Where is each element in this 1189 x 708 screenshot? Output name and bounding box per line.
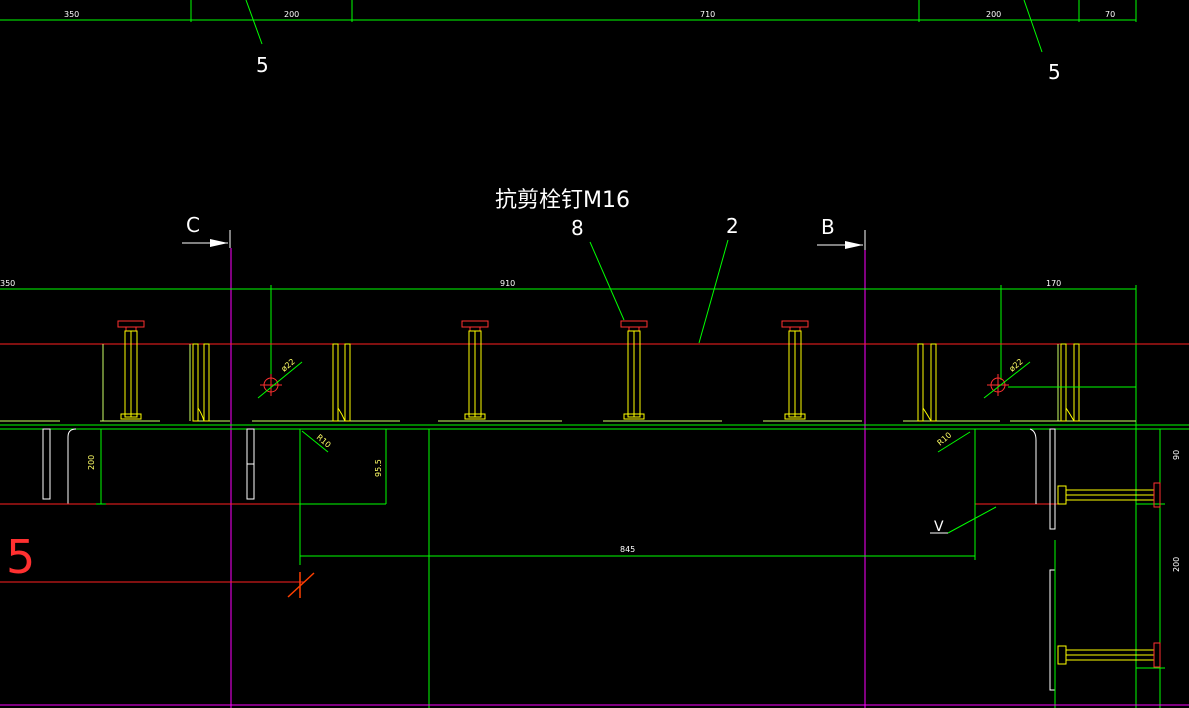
section-mark-b: B <box>817 215 866 250</box>
bottom-dim-845: 845 <box>620 545 635 554</box>
top-callout-left: 5 <box>256 53 269 77</box>
lower-dimension-lines <box>96 429 1165 708</box>
top-dim-200-a: 200 <box>284 10 299 19</box>
beam-top-flange-lines <box>0 424 1189 430</box>
top-dim-710: 710 <box>700 10 715 19</box>
vdim-95-5: 95.5 <box>374 459 383 477</box>
top-dim-350: 350 <box>64 10 79 19</box>
weld-symbol-label: V <box>934 519 944 535</box>
lower-web-plates <box>42 428 255 504</box>
top-leader-right <box>1023 0 1043 53</box>
shear-studs <box>117 320 809 420</box>
bolt-hole-left: ø22 <box>257 357 303 399</box>
hole-label-left: ø22 <box>280 357 297 374</box>
leader-line-8 <box>589 241 625 321</box>
hole-label-right: ø22 <box>1008 357 1025 374</box>
top-callout-right: 5 <box>1048 60 1061 84</box>
main-dim-170: 170 <box>1046 279 1061 288</box>
break-mark <box>287 572 315 598</box>
shear-stud-annotation: 抗剪栓钉M16 <box>495 188 630 213</box>
main-dimension-line <box>0 285 1137 708</box>
axis-lines <box>230 248 866 708</box>
section-mark-b-label: B <box>821 215 835 239</box>
section-mark-c-label: C <box>186 213 200 237</box>
shear-stud <box>461 320 489 420</box>
leader-label-8: 8 <box>571 216 584 240</box>
shear-stud <box>117 320 145 420</box>
main-dim-910: 910 <box>500 279 515 288</box>
vdim-200-right: 200 <box>1172 557 1181 572</box>
stiffener-ribs <box>102 343 1080 422</box>
corner-label-left: R10 <box>315 433 333 450</box>
leader-line-2 <box>698 239 729 344</box>
left-partial-label: 5 <box>6 530 35 584</box>
shear-stud <box>620 320 648 420</box>
top-dimension-line <box>0 0 1137 22</box>
corner-label-right: R10 <box>936 431 954 448</box>
leader-label-2: 2 <box>726 214 739 238</box>
shear-stud <box>781 320 809 420</box>
top-dim-70: 70 <box>1105 10 1115 19</box>
right-end-plate <box>1029 428 1056 708</box>
r10-leader-right <box>937 431 971 453</box>
vdim-90: 90 <box>1172 450 1181 460</box>
bolt-hole-right: ø22 <box>983 357 1136 399</box>
main-dim-350: 350 <box>0 279 15 288</box>
r10-leader-left <box>301 430 329 453</box>
horizontal-bolt-lower <box>1057 642 1161 668</box>
weld-symbol: V <box>930 506 997 535</box>
top-dim-200-b: 200 <box>986 10 1001 19</box>
horizontal-bolt-upper <box>1057 482 1161 508</box>
section-mark-c: C <box>182 213 231 248</box>
top-leader-left <box>245 0 263 45</box>
vdim-200-left: 200 <box>87 455 96 470</box>
